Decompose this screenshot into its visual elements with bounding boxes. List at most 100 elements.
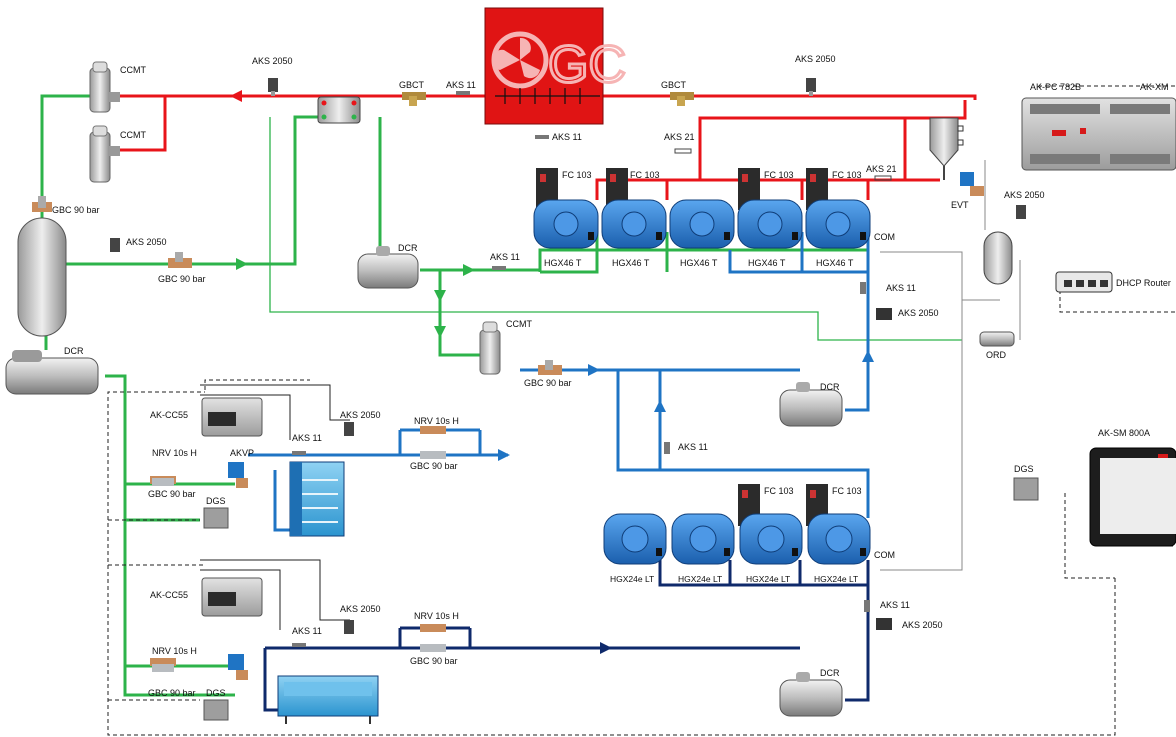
- label-aks2050-left: AKS 2050: [126, 237, 167, 247]
- label-nrv-lt-2: NRV 10s H: [414, 611, 459, 621]
- label-gbc90-mid: GBC 90 bar: [524, 378, 572, 388]
- aks21-sensor-1: [674, 148, 692, 154]
- label-dhcp-router: DHCP Router: [1116, 278, 1171, 288]
- compressor-hgx46-3: [669, 199, 735, 249]
- mt-compressor-rack: [533, 168, 871, 249]
- aks11-sensor-mt-suction: [492, 266, 506, 270]
- label-aks21-2: AKS 21: [866, 164, 897, 174]
- oil-separator: [929, 117, 964, 180]
- label-com-mt: COM: [874, 232, 895, 242]
- label-aksm800a: AK-SM 800A: [1098, 428, 1150, 438]
- compressor-hgx46-4: [737, 199, 803, 249]
- label-dgs-right: DGS: [1014, 464, 1034, 474]
- label-ccmt-2: CCMT: [120, 130, 146, 140]
- label-aks11-mt: AKS 11: [292, 433, 322, 443]
- dgs-sensor-right: [1013, 477, 1039, 501]
- gbc-valve-top-left: [32, 196, 52, 212]
- label-hgx46-5: HGX46 T: [816, 258, 854, 268]
- high-pressure-arrows: [230, 90, 242, 102]
- gas-cooler: GC: [484, 7, 628, 125]
- ord-valve: [979, 331, 1015, 347]
- aks11-sensor-lt-circuit: [292, 643, 306, 647]
- mt-arrows: [498, 350, 874, 461]
- aks11-sensor-gc: [535, 135, 549, 139]
- label-ord: ORD: [986, 350, 1007, 360]
- label-gbc90-lt-2: GBC 90 bar: [410, 656, 458, 666]
- lt-piping: [263, 560, 870, 712]
- aks2050-sensor-lt: [876, 618, 892, 630]
- label-akxm: AK-XM: [1140, 82, 1169, 92]
- evt-valve: [960, 172, 984, 196]
- aks2050-sensor-lt-circuit: [344, 620, 354, 634]
- label-nrv-mt-2: NRV 10s H: [414, 416, 459, 426]
- signal-wiring: [880, 160, 1021, 571]
- lt-compressor-rack: [603, 484, 871, 565]
- dcr-unit-lt: [779, 672, 843, 717]
- lt-arrows: [600, 642, 612, 654]
- mt-piping: [248, 232, 870, 532]
- label-fc103-2: FC 103: [630, 170, 660, 180]
- aks11-sensor-mid: [664, 442, 670, 454]
- gbct-valve-2: [670, 92, 694, 106]
- label-fc103-4: FC 103: [832, 170, 862, 180]
- label-hgx24-1: HGX24e LT: [610, 574, 654, 584]
- label-aks21-1: AKS 21: [664, 132, 695, 142]
- gc-fan-icon: [491, 37, 540, 79]
- aks2050-sensor-mt: [344, 422, 354, 436]
- gbc-valve-mid: [538, 360, 562, 375]
- label-gbc90-top-left: GBC 90 bar: [52, 205, 100, 215]
- aks11-sensor-top: [456, 91, 470, 95]
- compressor-hgx46-5: [805, 199, 871, 249]
- gbc-valve-mt-2: [420, 451, 446, 459]
- label-nrv-lt-1: NRV 10s H: [152, 646, 197, 656]
- label-akcc55-mt: AK-CC55: [150, 410, 188, 420]
- label-aks11-mid: AKS 11: [678, 442, 708, 452]
- aks11-sensor-right: [860, 282, 866, 294]
- dcr-unit-top: [357, 246, 419, 289]
- label-dgs-mt: DGS: [206, 496, 226, 506]
- dgs-sensor-lt: [203, 699, 229, 721]
- nrv-valve-mt-2: [420, 426, 446, 434]
- label-akvp: AKVP: [230, 448, 254, 458]
- label-fc103-1: FC 103: [562, 170, 592, 180]
- akvp-valve: [228, 462, 248, 488]
- label-gbc90-left: GBC 90 bar: [158, 274, 206, 284]
- gbc-valve-mt-1: [152, 478, 174, 486]
- gbct-valve-1: [402, 92, 426, 106]
- label-aks11-mt-suction: AKS 11: [490, 252, 520, 262]
- ak-pc782b-controller: [1021, 97, 1176, 171]
- compressor-hgx24-3: [739, 513, 803, 565]
- label-fc103-lt-2: FC 103: [832, 486, 862, 496]
- label-hgx24-2: HGX24e LT: [678, 574, 722, 584]
- label-aks2050-mid: AKS 2050: [898, 308, 939, 318]
- label-dcr-top: DCR: [398, 243, 418, 253]
- label-fc103-lt-1: FC 103: [764, 486, 794, 496]
- gas-thin-piping: [269, 117, 962, 341]
- label-aks2050-right: AKS 2050: [1004, 190, 1045, 200]
- label-hgx46-3: HGX46 T: [680, 258, 718, 268]
- label-aks11-gc: AKS 11: [552, 132, 582, 142]
- compressor-hgx46-2: [601, 199, 667, 249]
- label-com-lt: COM: [874, 550, 895, 560]
- controller-wiring: [200, 384, 350, 630]
- diagram-labels: CCMT CCMT AKS 2050 GBCT AKS 11 GBCT AKS …: [52, 54, 1171, 698]
- label-fc103-3: FC 103: [764, 170, 794, 180]
- aks11-sensor-mt: [292, 451, 306, 455]
- label-aks2050-lt: AKS 2050: [902, 620, 943, 630]
- nrv-valve-lt-2: [420, 624, 446, 632]
- label-ccmt-3: CCMT: [506, 319, 532, 329]
- aks2050-sensor-left: [110, 238, 120, 252]
- label-hgx24-4: HGX24e LT: [814, 574, 858, 584]
- label-gbc90-mt-1: GBC 90 bar: [148, 489, 196, 499]
- label-nrv-mt-1: NRV 10s H: [152, 448, 197, 458]
- label-aks2050-top-left: AKS 2050: [252, 56, 293, 66]
- label-evt: EVT: [951, 200, 969, 210]
- data-bus-dashed: [107, 85, 1176, 736]
- label-akpc782b: AK-PC 782B: [1030, 82, 1081, 92]
- compressor-hgx24-4: [807, 513, 871, 565]
- label-akcc55-lt: AK-CC55: [150, 590, 188, 600]
- gbc-valve-lt-2: [420, 644, 446, 652]
- label-gbc90-mt-2: GBC 90 bar: [410, 461, 458, 471]
- gbc-valve-lt-1: [152, 664, 174, 672]
- dcr-compressor-left: [5, 350, 99, 395]
